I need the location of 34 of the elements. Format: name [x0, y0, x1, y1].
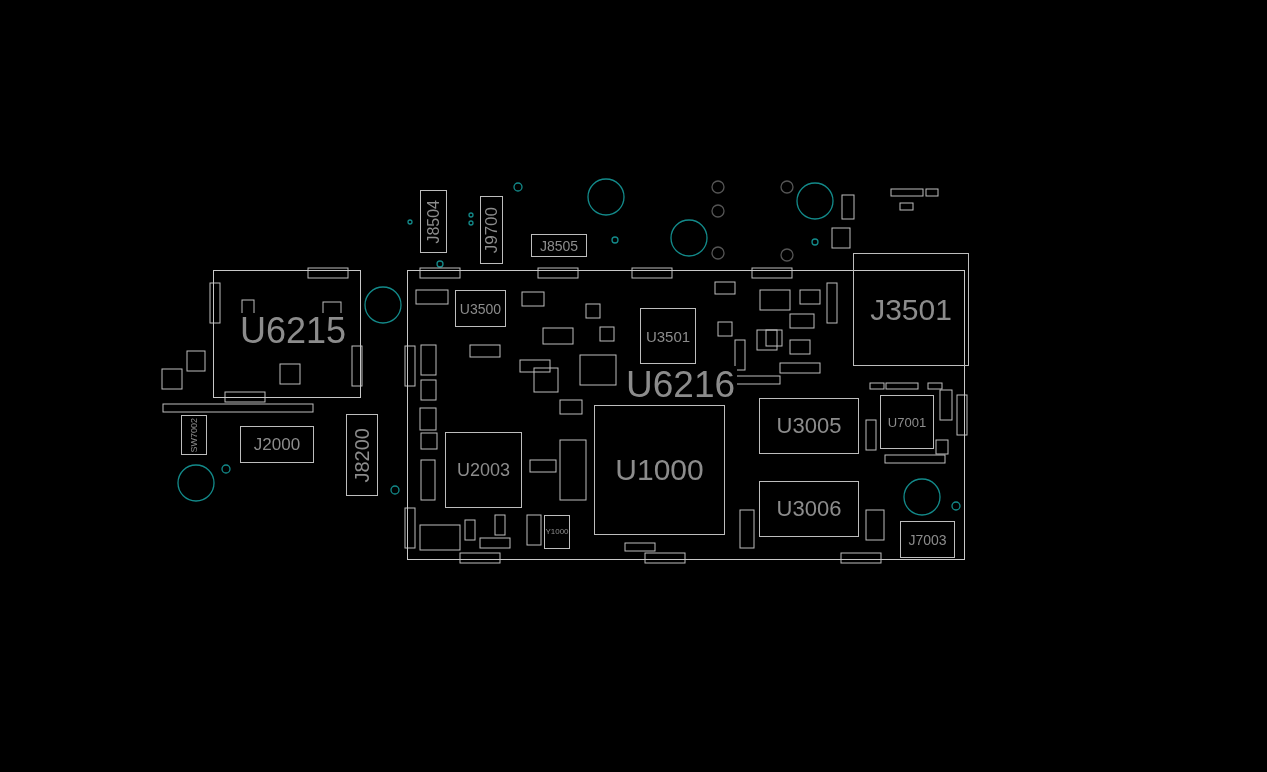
reference-designator: Y1000	[545, 528, 569, 536]
memory-chip-footprint	[759, 481, 859, 537]
reference-designator: U3006	[776, 498, 842, 520]
connector-footprint	[853, 253, 969, 366]
reference-designator: J9700	[483, 206, 500, 254]
reference-designator: U7001	[887, 415, 927, 429]
connector-footprint	[420, 190, 447, 253]
reference-designator: U1000	[615, 455, 704, 485]
switch-footprint	[181, 415, 207, 455]
reference-designator: J8200	[352, 427, 372, 483]
reference-designator: J3501	[870, 294, 952, 325]
crystal-footprint	[544, 515, 570, 549]
memory-chip-footprint	[759, 398, 859, 454]
connector-footprint	[346, 414, 378, 496]
reference-designator: U3501	[645, 328, 691, 344]
board-outline	[213, 270, 361, 398]
reference-designator: J8505	[539, 238, 579, 253]
reference-designator: J2000	[253, 436, 301, 453]
reference-designator: U3500	[459, 301, 502, 316]
reference-designator: U2003	[456, 461, 510, 479]
connector-footprint	[240, 426, 314, 463]
reference-designator: U3005	[776, 415, 842, 437]
reference-designator: J8504	[425, 199, 442, 244]
chip-footprint	[455, 290, 506, 327]
connector-footprint	[480, 196, 503, 264]
chip-footprint	[445, 432, 522, 508]
reference-designator: J7003	[908, 532, 947, 547]
connector-footprint	[531, 234, 587, 257]
connector-footprint	[900, 521, 955, 558]
chip-footprint	[880, 395, 934, 449]
board-outline	[407, 270, 965, 560]
reference-designator: SW7002	[189, 417, 199, 453]
chip-footprint	[640, 308, 696, 364]
bga-chip-footprint	[594, 405, 725, 535]
